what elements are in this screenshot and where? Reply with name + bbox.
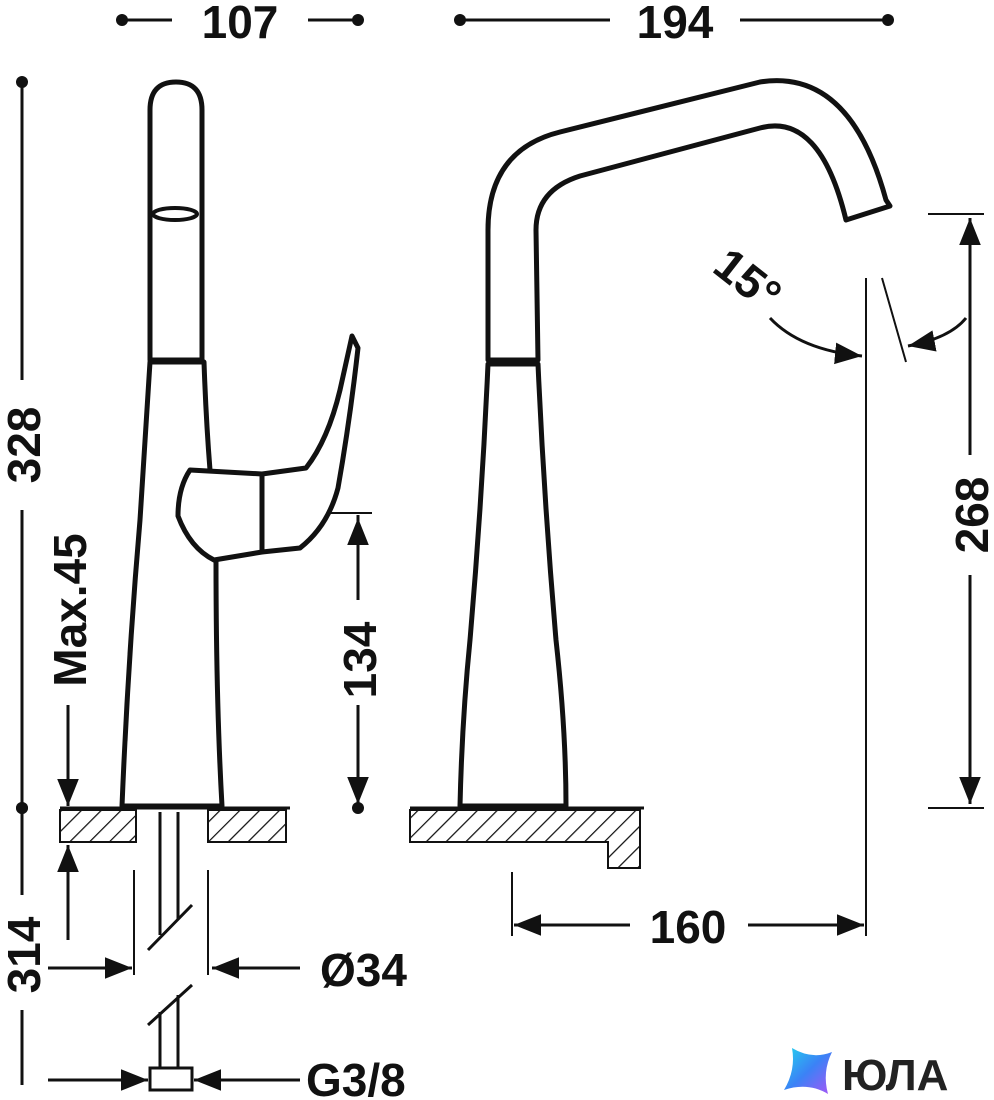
countertop-front	[409, 806, 644, 869]
dimension-lever-height: 134	[330, 512, 386, 814]
logo-star-icon	[784, 1048, 832, 1094]
dim-160-label: 160	[650, 901, 727, 953]
dimension-width-front: 194	[454, 0, 894, 48]
dim-thread-label: G3/8	[306, 1054, 406, 1100]
dim-diameter-label: Ø34	[320, 944, 407, 996]
dim-328-label: 328	[0, 407, 50, 484]
dim-angle-label: 15°	[704, 237, 791, 321]
supply-pipe	[133, 812, 209, 1092]
dim-314-label: 314	[0, 916, 50, 993]
dimension-below-deck: 314	[0, 802, 50, 1085]
dimension-hole-diameter: Ø34	[48, 944, 407, 996]
brand-logo: ЮЛА	[784, 1048, 948, 1100]
dim-107-label: 107	[202, 0, 279, 48]
dimension-total-height: 328	[0, 76, 50, 814]
dimension-angle: 15°	[704, 237, 968, 365]
dimension-max-deck: Max.45	[44, 533, 96, 940]
dim-194-label: 194	[637, 0, 714, 48]
dimension-spout-height: 268	[928, 213, 994, 809]
dim-max45-label: Max.45	[44, 533, 96, 686]
faucet-front-view	[457, 78, 893, 809]
logo-text: ЮЛА	[842, 1051, 948, 1100]
dimension-reach: 160	[511, 278, 867, 953]
dimension-width-side: 107	[116, 0, 364, 48]
dimension-thread: G3/8	[48, 1054, 406, 1100]
dim-134-label: 134	[334, 621, 386, 698]
faucet-side-view	[119, 79, 361, 809]
countertop-side	[59, 806, 290, 843]
dim-268-label: 268	[946, 477, 994, 554]
